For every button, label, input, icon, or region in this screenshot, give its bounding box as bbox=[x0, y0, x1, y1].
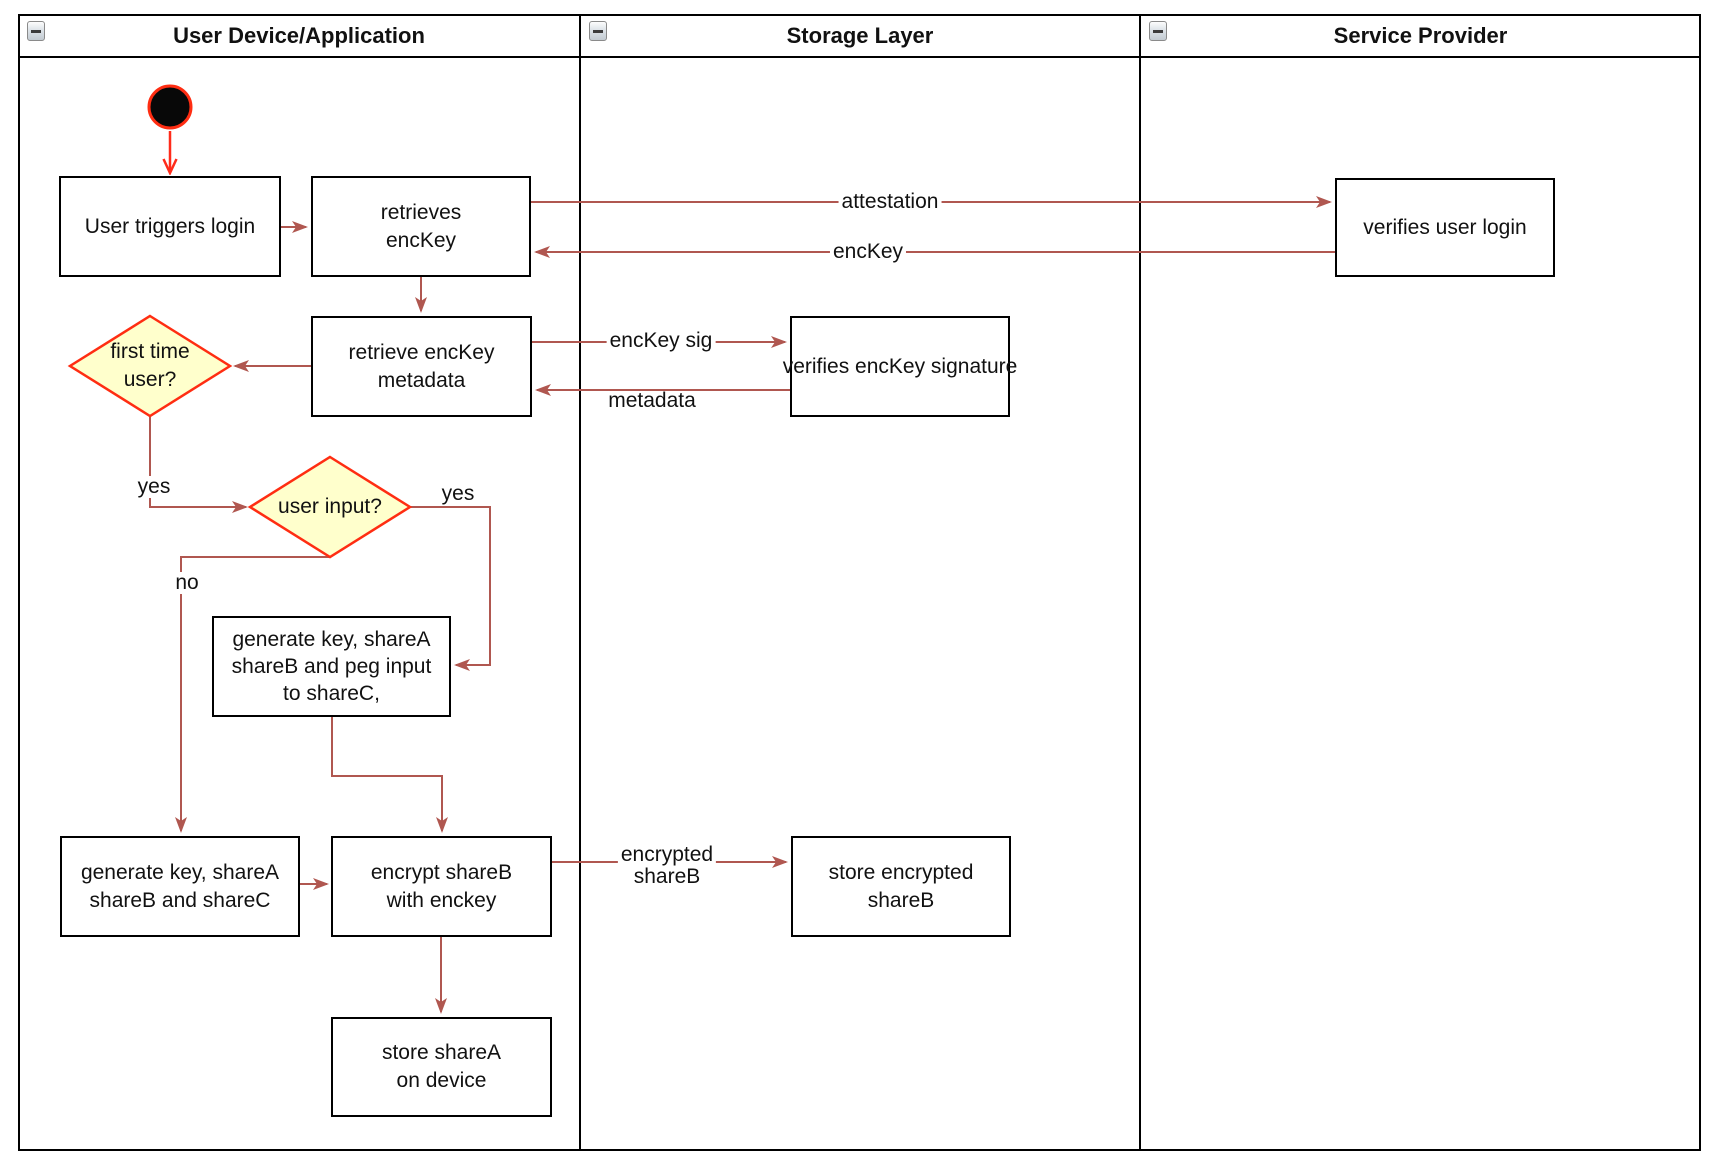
edge-label-yes-user-input: yes bbox=[438, 483, 478, 505]
lane-divider-1 bbox=[579, 14, 581, 1151]
node-label: shareB bbox=[867, 888, 935, 912]
edge-userinput-yes[interactable] bbox=[410, 506, 491, 671]
node-label: retrieve encKey bbox=[348, 340, 495, 364]
node-verifies-user-login[interactable]: verifies user login bbox=[1335, 178, 1555, 277]
edge-label-no-user-input: no bbox=[172, 572, 202, 594]
node-label: User triggers login bbox=[84, 214, 256, 238]
collapse-lane-icon[interactable] bbox=[1149, 21, 1167, 41]
node-label: verifies user login bbox=[1363, 215, 1527, 239]
lane-divider-2 bbox=[1139, 14, 1141, 1151]
swimlane-frame bbox=[18, 14, 1701, 1151]
minus-icon bbox=[593, 29, 603, 33]
node-label: encKey bbox=[385, 228, 457, 252]
lane-header-divider bbox=[18, 56, 1701, 58]
node-label: store shareA bbox=[381, 1041, 502, 1064]
node-retrieves-enckey[interactable]: retrieves encKey bbox=[311, 176, 531, 277]
edge-label-attestation: attestation bbox=[838, 191, 942, 213]
node-verifies-enckey-signature[interactable]: verifies encKey signature bbox=[783, 316, 1017, 417]
node-label: verifies encKey signature bbox=[782, 354, 1018, 378]
edge-label-metadata: metadata bbox=[608, 389, 696, 412]
node-label: generate key, shareA bbox=[80, 860, 280, 884]
edge-peg-to-encrypt[interactable] bbox=[331, 717, 448, 833]
node-store-encrypted-shareb[interactable]: store encrypted shareB bbox=[791, 836, 1011, 937]
node-label: with enckey bbox=[386, 888, 497, 912]
collapse-lane-icon[interactable] bbox=[589, 21, 607, 41]
edge-label-enckey: encKey bbox=[829, 241, 907, 263]
node-user-triggers-login[interactable]: User triggers login bbox=[59, 176, 281, 277]
decision-first-time-user[interactable] bbox=[67, 314, 233, 418]
node-label: generate key, shareA bbox=[232, 628, 431, 651]
node-label: to shareC, bbox=[283, 682, 380, 705]
minus-icon bbox=[1153, 29, 1163, 33]
edge-label-enckey-sig: encKey sig bbox=[606, 330, 716, 352]
minus-icon bbox=[31, 29, 41, 33]
node-label: retrieves bbox=[380, 200, 462, 224]
node-label: shareB and peg input bbox=[231, 655, 432, 678]
node-retrieve-enckey-metadata[interactable]: retrieve encKey metadata bbox=[311, 316, 532, 417]
edge-label-encrypted-shareb: encrypted shareB bbox=[617, 843, 717, 888]
lane-header-storage-layer[interactable]: Storage Layer bbox=[786, 23, 934, 48]
node-label: shareB and shareC bbox=[89, 888, 271, 912]
node-generate-key-peg[interactable]: generate key, shareA shareB and peg inpu… bbox=[212, 616, 451, 717]
node-generate-key-abc[interactable]: generate key, shareA shareB and shareC bbox=[60, 836, 300, 937]
decision-user-input[interactable] bbox=[247, 455, 413, 559]
node-label: store encrypted bbox=[828, 860, 974, 884]
edge-label-yes-first-time: yes bbox=[134, 476, 174, 498]
edge-firsttime-yes[interactable] bbox=[149, 416, 248, 513]
edge-label-line: shareB bbox=[633, 865, 701, 888]
node-store-sharea[interactable]: store shareA on device bbox=[331, 1017, 552, 1117]
start-node[interactable] bbox=[147, 84, 193, 130]
lane-header-service-provider[interactable]: Service Provider bbox=[1333, 23, 1508, 48]
node-encrypt-shareb[interactable]: encrypt shareB with enckey bbox=[331, 836, 552, 937]
collapse-lane-icon[interactable] bbox=[27, 21, 45, 41]
node-label: encrypt shareB bbox=[370, 860, 513, 884]
lane-header-user-device[interactable]: User Device/Application bbox=[173, 23, 425, 48]
node-label: metadata bbox=[377, 368, 466, 392]
edge-userinput-no[interactable] bbox=[175, 556, 330, 833]
node-label: on device bbox=[396, 1069, 487, 1092]
edge-label-line: encrypted bbox=[620, 843, 714, 866]
